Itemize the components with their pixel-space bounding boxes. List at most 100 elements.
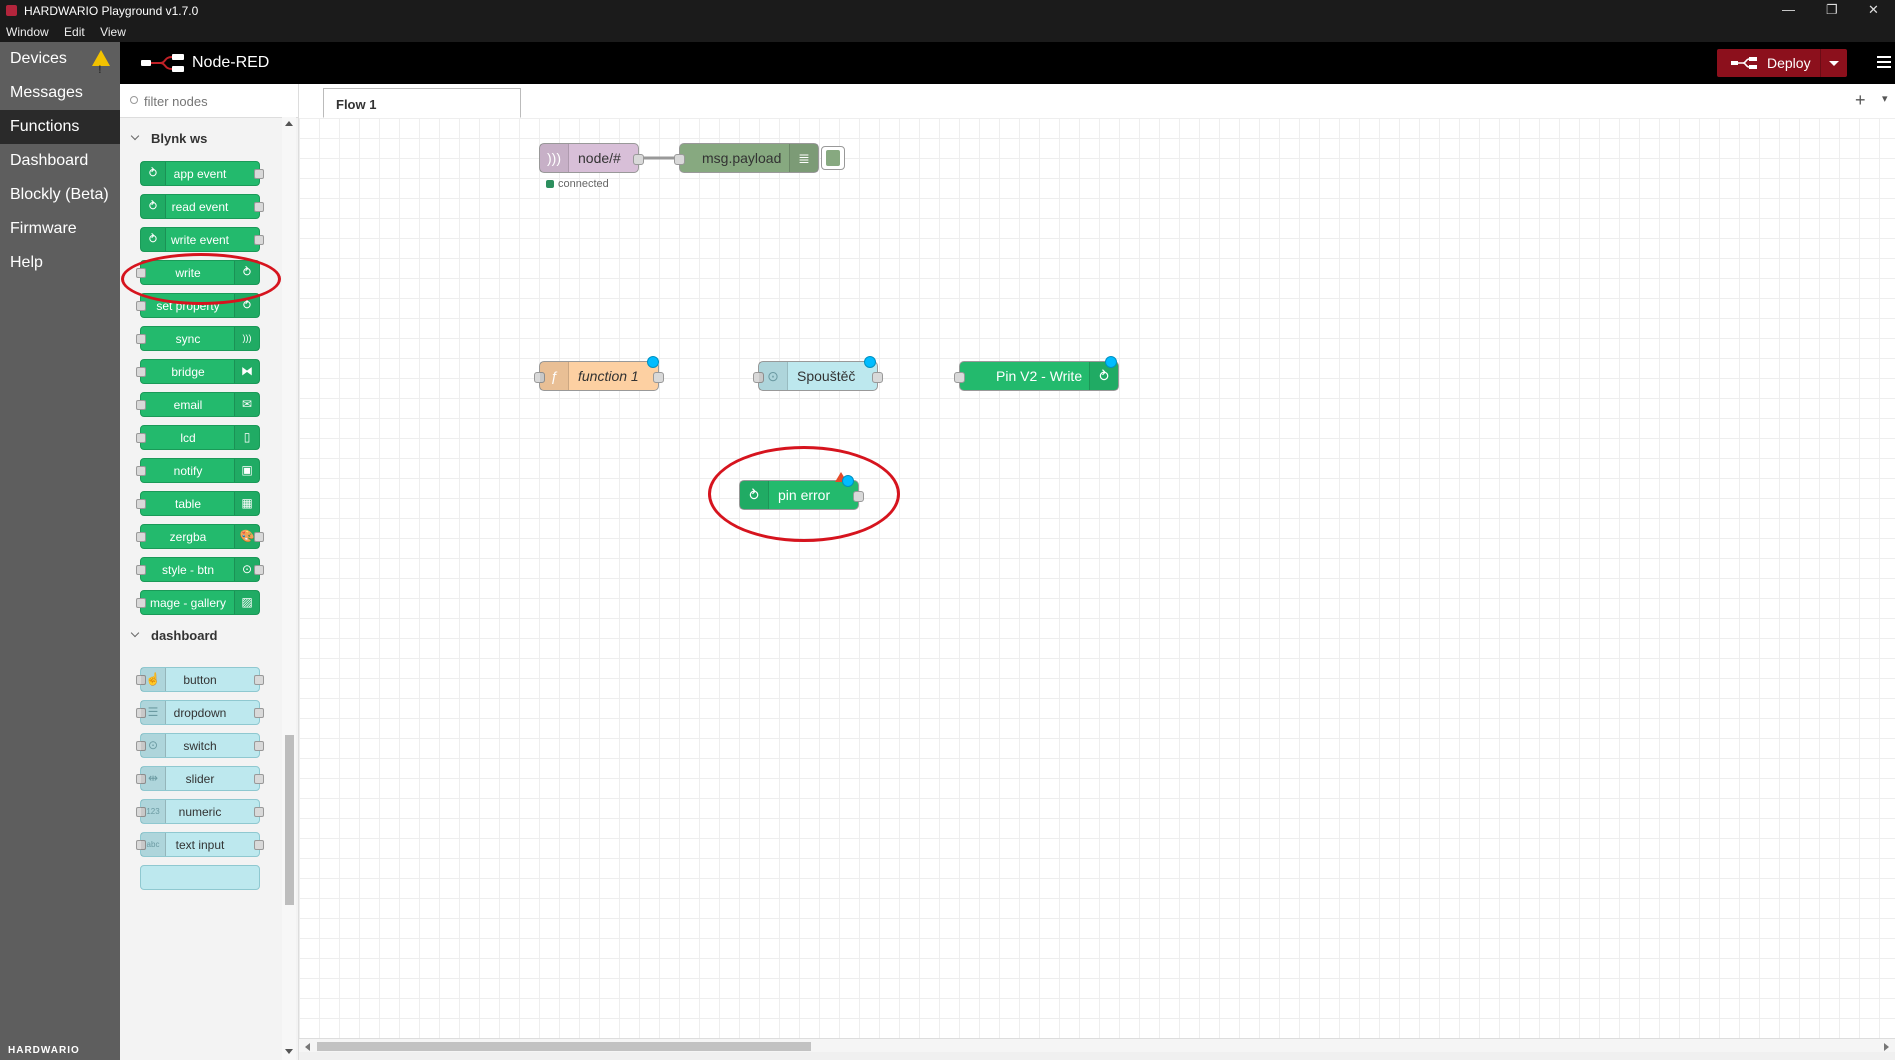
nav-help[interactable]: Help xyxy=(0,246,120,280)
node-label: switch xyxy=(183,739,217,753)
nav-dashboard[interactable]: Dashboard xyxy=(0,144,120,178)
chevron-down-icon[interactable]: ▾ xyxy=(1882,93,1888,105)
flow-node-debug[interactable]: msg.payload ≣ xyxy=(674,143,819,173)
slider-icon: ⇹ xyxy=(141,767,166,790)
lcd-icon: ▯ xyxy=(234,426,259,449)
window-titlebar: HARDWARIO Playground v1.7.0 — ❐ ✕ xyxy=(0,0,1895,22)
warning-icon xyxy=(835,472,847,482)
palette-node-switch[interactable]: ⊙ switch xyxy=(136,733,264,758)
blynk-icon: ⥁ xyxy=(234,294,259,317)
scrollbar-thumb[interactable] xyxy=(285,735,294,905)
palette-node-image-gallery[interactable]: mage - gallery ▨ xyxy=(136,590,260,615)
output-port xyxy=(254,675,264,685)
input-port xyxy=(954,372,965,383)
input-port xyxy=(136,840,146,850)
flow-node-mqtt-in[interactable]: ))) node/# connected xyxy=(539,143,644,190)
menu-window[interactable]: Window xyxy=(6,25,49,39)
input-port xyxy=(136,807,146,817)
flow-node-switch[interactable]: ⊙ Spouštěč xyxy=(753,356,883,391)
node-label: zergba xyxy=(169,530,207,544)
palette-node-set-property[interactable]: set property ⥁ xyxy=(136,293,260,318)
nav-blockly[interactable]: Blockly (Beta) xyxy=(0,178,120,212)
tab-label: Flow 1 xyxy=(336,97,377,112)
input-port xyxy=(534,372,545,383)
function-icon: ƒ xyxy=(540,362,569,390)
nav-firmware[interactable]: Firmware xyxy=(0,212,120,246)
palette-node-notify[interactable]: notify ▣ xyxy=(136,458,260,483)
input-port xyxy=(136,774,146,784)
nav-functions[interactable]: Functions xyxy=(0,110,120,144)
node-label: dropdown xyxy=(173,706,227,720)
flow-node-pin-error[interactable]: ⥁ pin error xyxy=(739,472,864,510)
add-flow-icon[interactable]: + xyxy=(1855,90,1866,110)
nav-devices[interactable]: Devices xyxy=(0,42,120,87)
category-dashboard[interactable]: dashboard xyxy=(120,620,282,650)
restore-button[interactable]: ❐ xyxy=(1826,2,1838,17)
tab-flow-1[interactable]: Flow 1 xyxy=(323,88,521,118)
minimize-button[interactable]: — xyxy=(1782,2,1795,17)
palette-node-write[interactable]: write ⥁ xyxy=(136,260,260,285)
flow-node-function-1[interactable]: ƒ function 1 xyxy=(534,356,664,391)
palette-node-table[interactable]: table ▦ xyxy=(136,491,260,516)
input-port xyxy=(136,433,146,443)
nav-label: Firmware xyxy=(10,220,77,237)
menu-view[interactable]: View xyxy=(100,25,126,39)
scroll-left-icon[interactable] xyxy=(305,1043,310,1051)
palette-node-zergba[interactable]: zergba 🎨 xyxy=(136,524,264,549)
palette-node-style-btn[interactable]: style - btn ⊙ xyxy=(136,557,264,582)
filter-nodes-input[interactable] xyxy=(142,90,296,112)
nav-label: Messages xyxy=(10,84,83,101)
hardwario-logo: HARDWARIO xyxy=(8,1045,80,1056)
wave-icon: ))) xyxy=(234,327,259,350)
palette-node-app-event[interactable]: ⥁ app event xyxy=(140,161,264,186)
nav-label: Dashboard xyxy=(10,152,89,169)
flow-workspace[interactable]: ))) node/# connected msg.payload ≣ ƒ fun… xyxy=(299,118,1895,1038)
palette-node-text-input[interactable]: abc text input xyxy=(136,832,264,857)
category-label: Blynk ws xyxy=(151,131,208,146)
category-blynk-ws[interactable]: Blynk ws xyxy=(120,123,282,153)
workspace-tabs: Flow 1 + ▾ xyxy=(299,84,1895,119)
status-dot-icon xyxy=(546,180,554,188)
palette-node-write-event[interactable]: ⥁ write event xyxy=(140,227,264,252)
scroll-down-icon[interactable] xyxy=(285,1049,293,1054)
app-icon xyxy=(6,5,17,16)
deploy-icon xyxy=(1731,57,1757,69)
palette-node-lcd[interactable]: lcd ▯ xyxy=(136,425,260,450)
node-label: slider xyxy=(185,772,215,786)
palette-node-partial[interactable] xyxy=(140,865,260,890)
palette-node-bridge[interactable]: bridge ⧓ xyxy=(136,359,260,384)
palette-node-slider[interactable]: ⇹ slider xyxy=(136,766,264,791)
scroll-right-icon[interactable] xyxy=(1884,1043,1889,1051)
palette-node-email[interactable]: email ✉ xyxy=(136,392,260,417)
main-menu-icon[interactable] xyxy=(1877,56,1891,71)
output-port xyxy=(254,807,264,817)
wires xyxy=(639,156,679,160)
debug-toggle-button[interactable] xyxy=(821,146,845,170)
palette-node-sync[interactable]: sync ))) xyxy=(136,326,260,351)
chevron-down-icon xyxy=(130,628,140,638)
scroll-up-icon[interactable] xyxy=(285,121,293,126)
node-label: button xyxy=(183,673,217,687)
node-label: table xyxy=(174,497,202,511)
palette-node-dropdown[interactable]: ☰ dropdown xyxy=(136,700,264,725)
scrollbar-thumb[interactable] xyxy=(317,1042,811,1051)
image-icon: ▨ xyxy=(234,591,259,614)
palette-node-numeric[interactable]: 123 numeric xyxy=(136,799,264,824)
blynk-icon: ⥁ xyxy=(141,228,166,251)
palette-node-button[interactable]: ☝ button xyxy=(136,667,264,692)
table-icon: ▦ xyxy=(234,492,259,515)
deploy-button[interactable]: Deploy xyxy=(1717,49,1847,77)
close-button[interactable]: ✕ xyxy=(1868,2,1879,17)
flow-node-pin-v2-write[interactable]: Pin V2 - Write ⥁ xyxy=(954,356,1119,391)
workspace-scrollbar[interactable] xyxy=(299,1038,1895,1053)
input-port xyxy=(136,598,146,608)
palette-node-read-event[interactable]: ⥁ read event xyxy=(140,194,264,219)
deploy-menu-chevron-icon[interactable] xyxy=(1820,49,1847,77)
menu-edit[interactable]: Edit xyxy=(64,25,85,39)
input-port xyxy=(136,466,146,476)
palette-scrollbar[interactable] xyxy=(282,117,296,1060)
input-port xyxy=(136,532,146,542)
nav-messages[interactable]: Messages xyxy=(0,76,120,110)
toggle-icon: ⊙ xyxy=(759,362,788,390)
nav-label: Devices xyxy=(10,50,67,67)
